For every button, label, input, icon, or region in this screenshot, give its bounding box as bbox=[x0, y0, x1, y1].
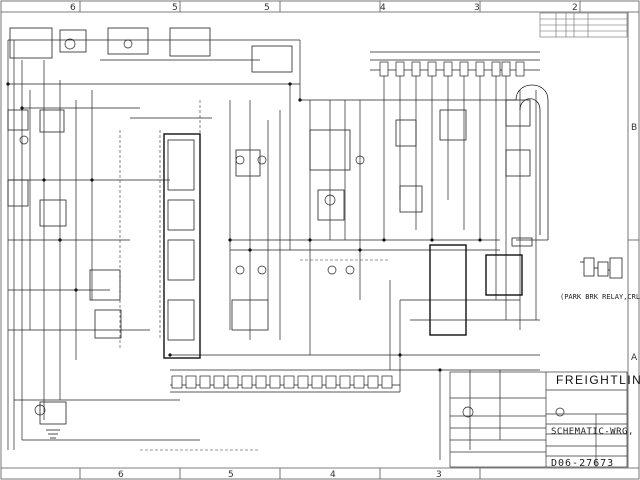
zone-label-top-3: 3 bbox=[474, 3, 480, 13]
connector-strip bbox=[171, 375, 393, 389]
zone-label-bottom-6: 6 bbox=[118, 470, 124, 480]
ground-block bbox=[39, 401, 67, 439]
control-modules bbox=[163, 133, 523, 359]
antenna-harness bbox=[511, 84, 549, 247]
title-block-company: FREIGHTLINER LL bbox=[556, 373, 640, 387]
title-block-drawing-title: SCHEMATIC-WRG, VEHICLE bbox=[551, 427, 640, 437]
zone-label-top-5b: 5 bbox=[264, 3, 270, 13]
fuse-row bbox=[379, 61, 525, 77]
zone-label-bottom-5: 5 bbox=[228, 470, 234, 480]
zone-label-bottom-4: 4 bbox=[330, 470, 336, 480]
title-block-frame bbox=[449, 371, 628, 468]
splice-points bbox=[6, 82, 482, 372]
zone-label-bottom-3: 3 bbox=[436, 470, 442, 480]
zone-label-top-6: 6 bbox=[70, 3, 76, 13]
shielded-wiring bbox=[119, 100, 390, 451]
zone-label-top-4: 4 bbox=[380, 3, 386, 13]
relay-blocks bbox=[7, 27, 531, 341]
zone-label-right-a: A bbox=[631, 353, 638, 363]
revision-block bbox=[539, 12, 628, 38]
park-brake-relay-detail bbox=[580, 257, 623, 279]
title-block-drawing-number: D06-27673 bbox=[551, 458, 614, 469]
wiring-harness bbox=[7, 39, 540, 460]
zone-label-top-5a: 5 bbox=[172, 3, 178, 13]
park-brake-detail-label: (PARK BRK RELAY,CRL DET bbox=[560, 293, 640, 301]
switch-symbols bbox=[19, 38, 565, 418]
zone-label-right-b: B bbox=[631, 123, 637, 133]
zone-label-top-2: 2 bbox=[572, 3, 578, 13]
